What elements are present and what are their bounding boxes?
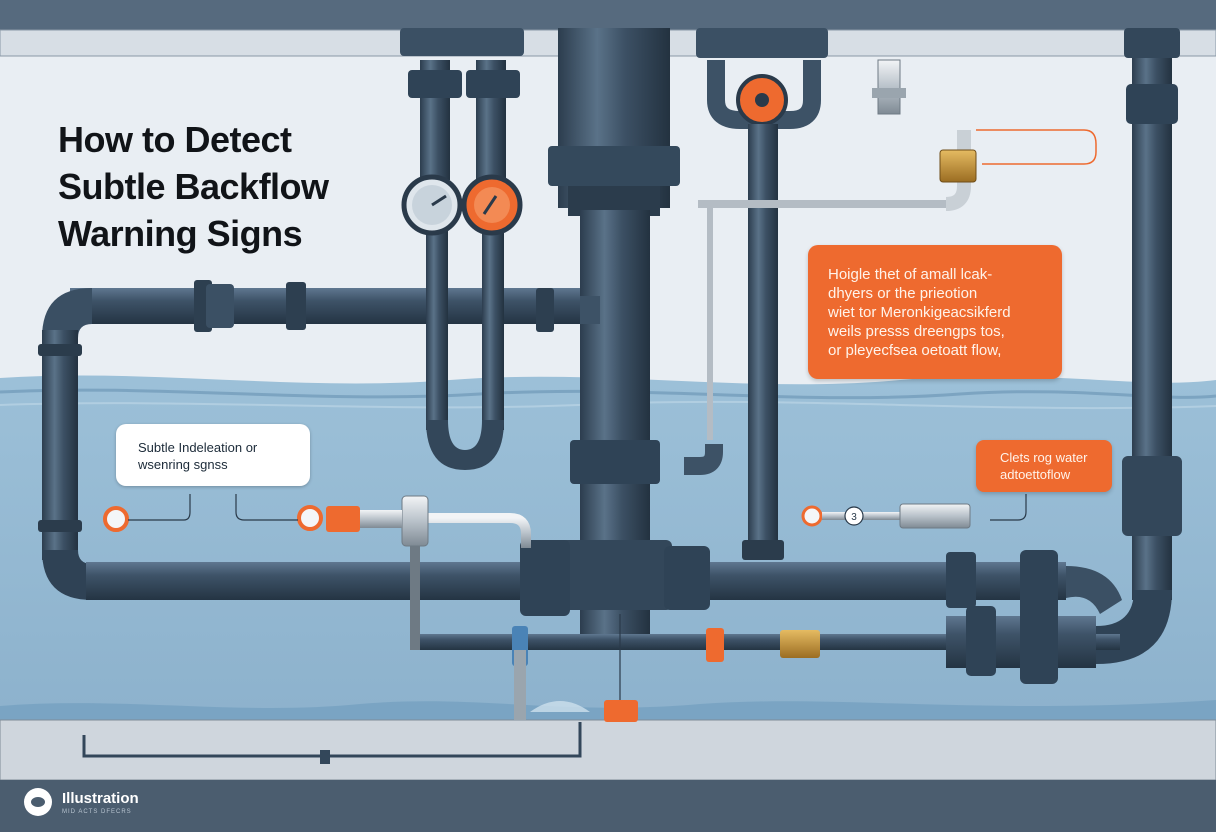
indicator-dot	[103, 506, 129, 532]
riser-union	[408, 70, 462, 98]
title-line: How to Detect	[58, 119, 292, 160]
pipe-loop-top	[70, 288, 600, 324]
callout-orange-small: Clets rog water adtoettoflow	[976, 440, 1112, 492]
steel-probe-body	[899, 503, 971, 529]
riser-left-lower	[426, 230, 448, 430]
u-trap	[426, 420, 504, 470]
valve-header	[696, 28, 828, 58]
right-top-cap	[1124, 28, 1180, 58]
footer-brand: Illustration	[62, 790, 139, 807]
brass-valve	[939, 149, 977, 183]
callout-white: Subtle Indeleation or wsenring sgnss	[116, 424, 310, 486]
right-coupling	[1122, 456, 1182, 536]
union-large	[1020, 550, 1058, 684]
riser-right-lower	[482, 230, 504, 430]
splash	[530, 701, 590, 712]
steel-faucet-pipe	[400, 513, 531, 548]
coupling	[742, 540, 784, 560]
pipe-elbow-top-left	[42, 288, 92, 338]
riser-header	[400, 28, 524, 56]
indicator-dot	[801, 505, 823, 527]
union-main	[520, 540, 570, 616]
coupling	[946, 552, 976, 608]
valve-hub	[755, 93, 769, 107]
numbered-gauge	[844, 506, 864, 526]
callout-line: Subtle Indeleation or	[138, 440, 258, 455]
footer-bar	[0, 780, 1216, 832]
callout-line: Hoigle thet of amall lcak-	[828, 266, 993, 283]
numbered-gauge-label: 3	[851, 512, 857, 523]
stack-branch	[580, 296, 600, 324]
callout-line: or pleyecfsea oetoatt flow,	[828, 342, 1002, 359]
gauge-face	[474, 187, 510, 223]
callout-line: weils presss dreengps tos,	[828, 323, 1005, 340]
callout-line: wsenring sgnss	[138, 457, 228, 472]
floor-slab	[0, 719, 1216, 781]
brass-fitting	[780, 630, 820, 658]
orange-fitting	[706, 628, 724, 662]
callout-line: Clets rog water	[1000, 450, 1088, 465]
title-line: Subtle Backflow	[58, 166, 329, 207]
callout-connector	[976, 129, 1097, 165]
indicator-dot	[297, 505, 323, 531]
title-line: Warning Signs	[58, 213, 303, 254]
coupling	[38, 520, 82, 532]
right-union	[1126, 84, 1178, 124]
pipe-lower-run	[410, 634, 1120, 650]
steel-valve-body	[401, 495, 429, 547]
pipe-elbow-bottom-left	[42, 550, 92, 600]
brand-logo-inner	[31, 797, 45, 807]
coupling	[536, 288, 554, 332]
steel-connector	[360, 510, 402, 528]
callout-line: dhyers or the prieotion	[828, 285, 978, 302]
stack-tee	[558, 540, 672, 610]
leader-line	[990, 494, 1027, 521]
steel-elbow	[945, 130, 971, 211]
leader-line	[235, 494, 298, 521]
union-large	[966, 606, 996, 676]
gauge-needle	[431, 194, 447, 207]
riser-union	[466, 70, 520, 98]
gauge-needle	[482, 195, 498, 215]
union-main	[664, 546, 710, 610]
stack-coupling	[570, 440, 660, 484]
orange-valve	[326, 506, 360, 532]
stack-flange	[548, 146, 680, 186]
water-ripple	[0, 388, 1216, 400]
footer-tagline: MID ACTS DFECRS	[62, 809, 132, 815]
floor-clip	[320, 750, 330, 764]
top-frame	[0, 0, 1216, 30]
gooseneck	[684, 444, 723, 475]
callout-line: adtoettoflow	[1000, 467, 1071, 482]
drain-pipe	[514, 650, 526, 720]
coupling	[206, 284, 234, 328]
coupling	[286, 282, 306, 330]
leader-line	[128, 494, 191, 521]
steel-thread	[872, 88, 906, 98]
orange-drain-valve	[604, 700, 638, 722]
steel-nipple	[877, 59, 901, 115]
callout-orange-large: Hoigle thet of amall lcak- dhyers or the…	[808, 245, 1062, 379]
floor-line	[82, 722, 582, 758]
pipe-vertical-center-right	[748, 124, 778, 544]
coupling	[38, 344, 82, 356]
callout-line: wiet tor Meronkigeacsikferd	[828, 304, 1011, 321]
thin-drop-pipe	[410, 520, 420, 650]
page-title: How to Detect Subtle Backflow Warning Si…	[58, 116, 418, 257]
curved-elbow	[1066, 566, 1122, 614]
